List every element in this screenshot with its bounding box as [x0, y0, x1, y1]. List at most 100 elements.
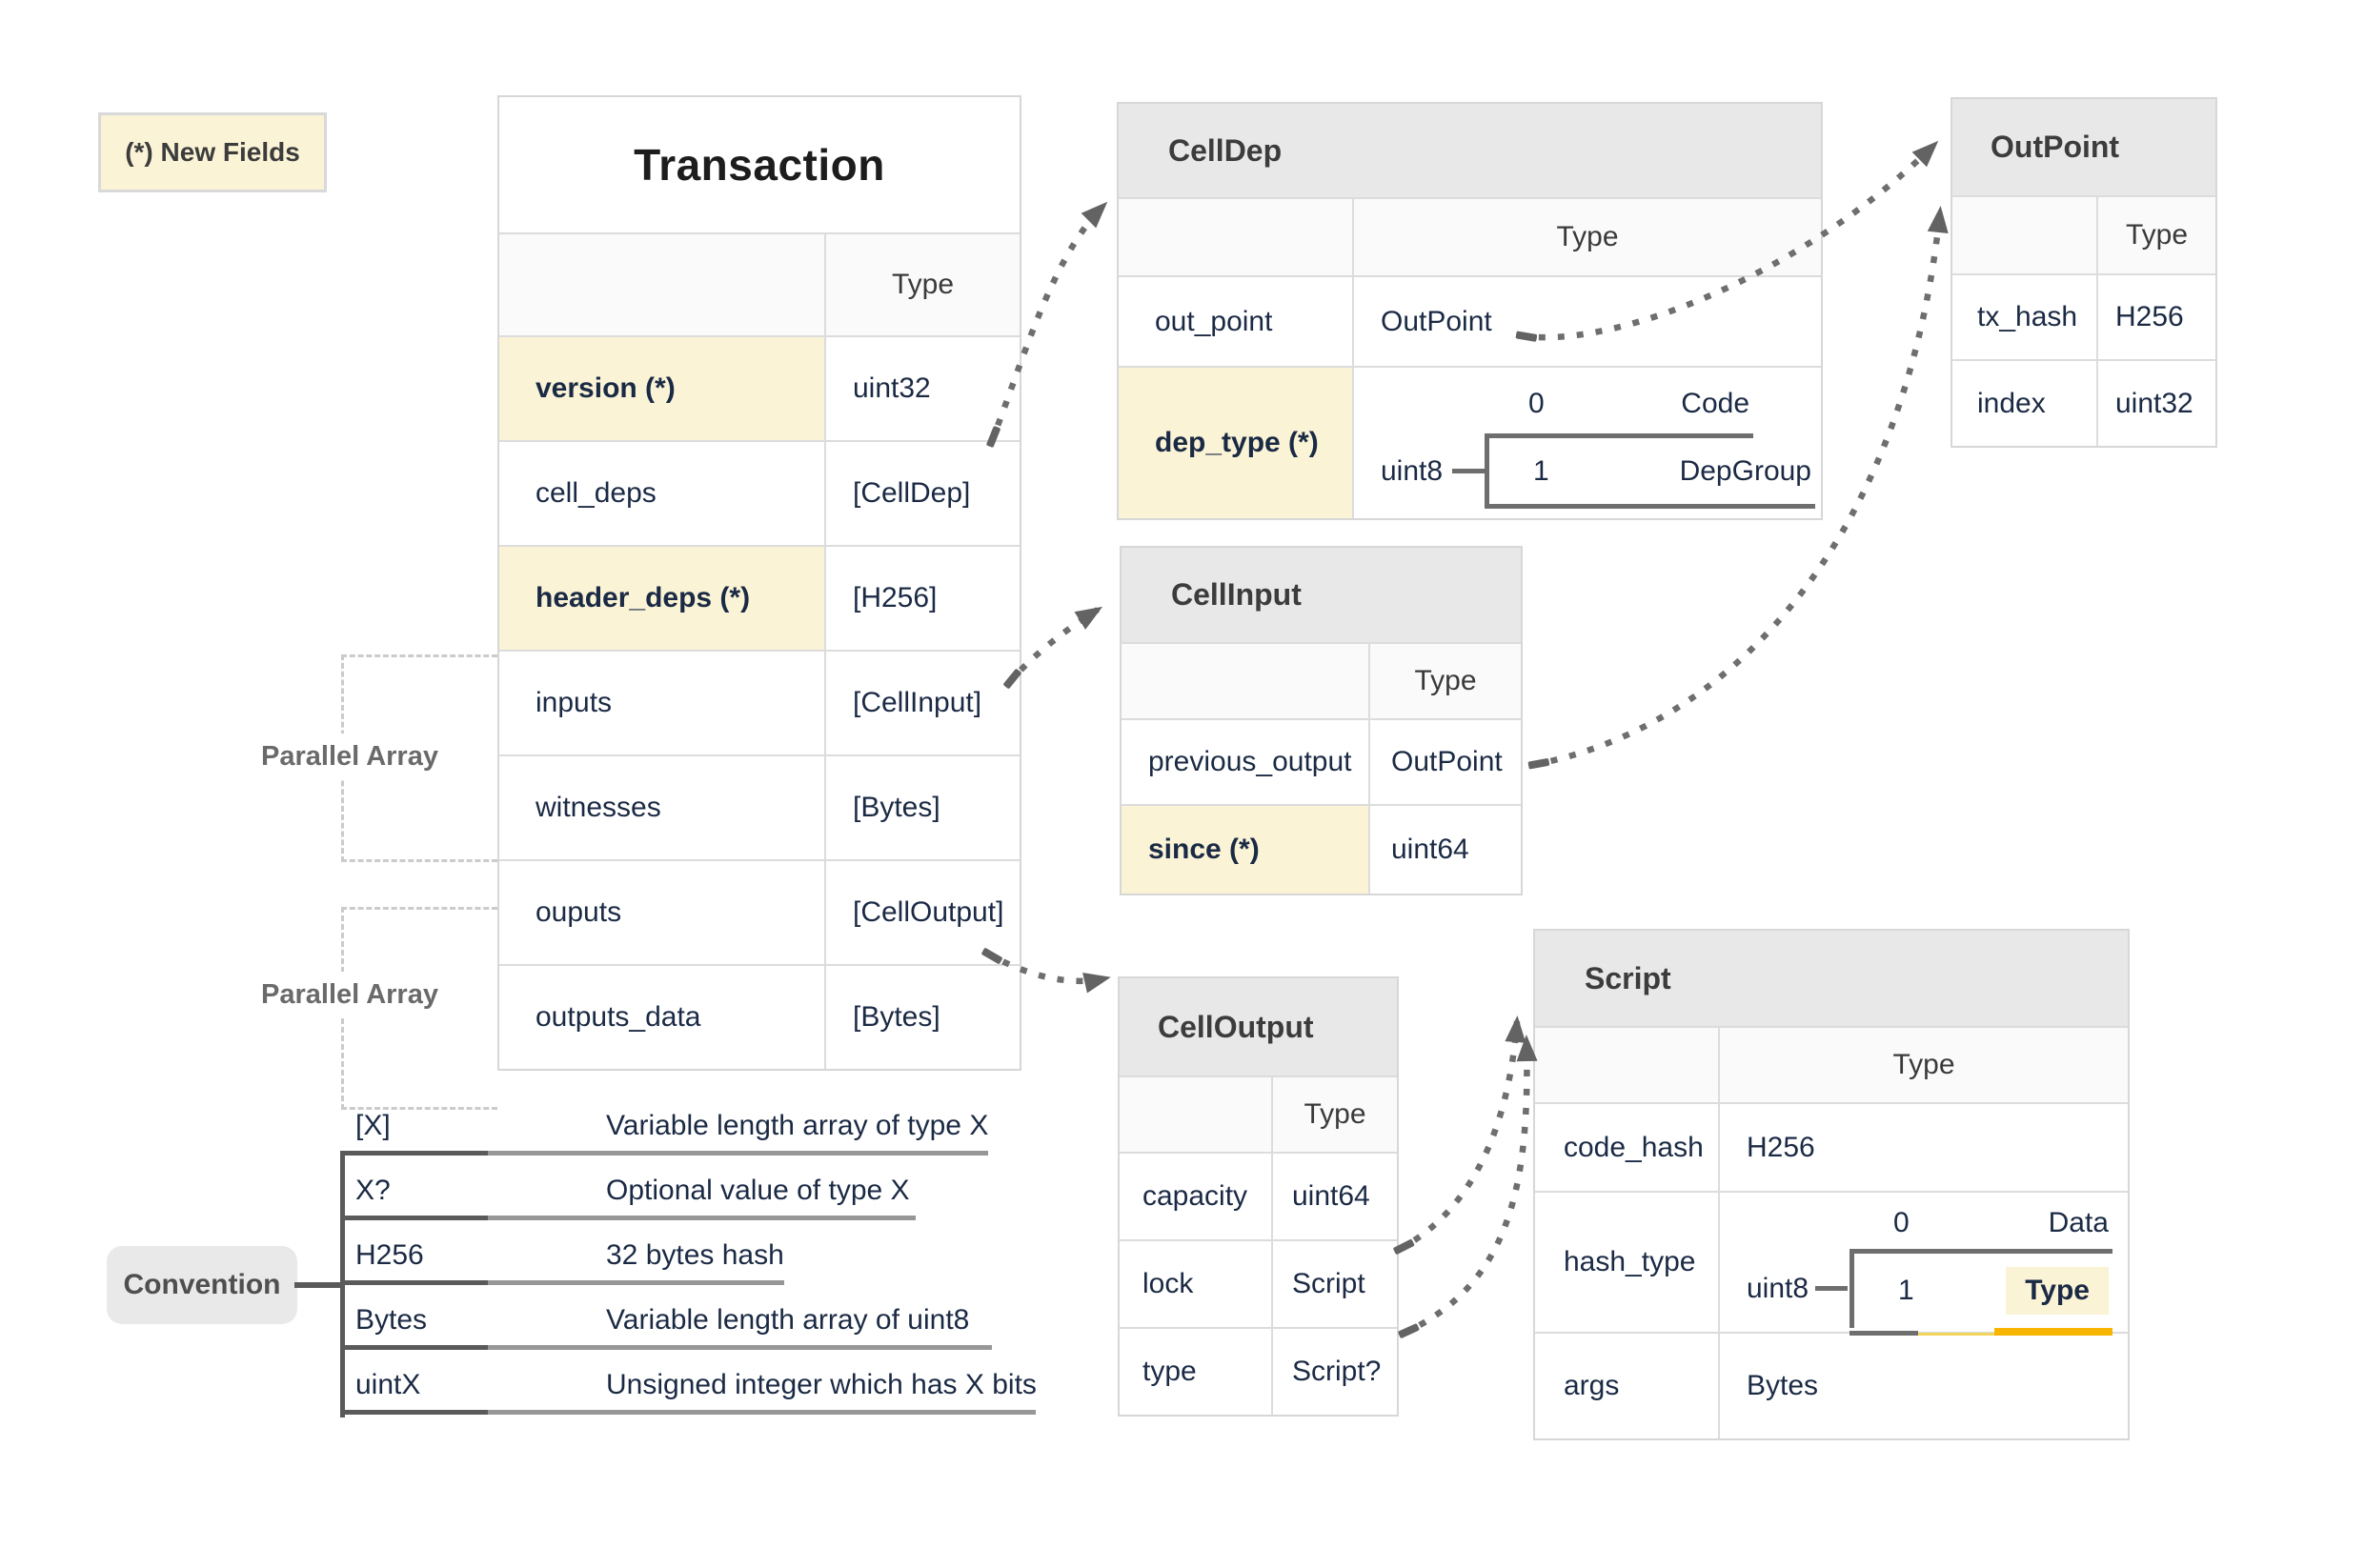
type-cell: [CellInput] — [824, 652, 1020, 754]
empty-header-cell — [499, 234, 824, 335]
new-fields-note: (*) New Fields — [98, 112, 327, 192]
table-row: capacity uint64 — [1120, 1152, 1397, 1239]
field-cell: index — [1952, 361, 2096, 446]
field-cell: witnesses — [499, 756, 824, 859]
table-row: dep_type (*) uint8 0 Code 1 DepGroup — [1119, 366, 1821, 518]
table-row: tx_hash H256 — [1952, 273, 2215, 359]
convention-underline — [340, 1410, 1036, 1415]
type-column-header: Type — [1271, 1077, 1397, 1152]
convention-entry: Bytes Variable length array of uint8 — [340, 1297, 992, 1350]
type-cell: H256 — [1718, 1104, 2128, 1191]
transaction-title: Transaction — [499, 97, 1020, 232]
type-cell: uint64 — [1271, 1154, 1397, 1239]
field-cell: previous_output — [1122, 720, 1368, 804]
empty-header-cell — [1120, 1077, 1271, 1152]
enum-option: 0 Code — [1485, 373, 1753, 438]
type-column-header: Type — [824, 234, 1020, 335]
type-cell: uint32 — [824, 337, 1020, 440]
table-row: header_deps (*) [H256] — [499, 545, 1020, 650]
type-cell: [H256] — [824, 547, 1020, 650]
field-cell: type — [1120, 1329, 1271, 1415]
type-cell: Script — [1271, 1241, 1397, 1327]
field-cell: tx_hash — [1952, 275, 2096, 359]
enum-base-type: uint8 — [1381, 455, 1444, 487]
type-cell: H256 — [2096, 275, 2215, 359]
field-cell: hash_type — [1535, 1193, 1718, 1332]
table-row: index uint32 — [1952, 359, 2215, 446]
celldep-title: CellDep — [1119, 104, 1821, 197]
convention-underline — [340, 1216, 916, 1220]
empty-header-cell — [1952, 197, 2096, 273]
celldep-table: CellDep Type out_point OutPoint dep_type… — [1117, 102, 1823, 520]
arrow-lock-to-script — [1393, 1015, 1526, 1255]
outpoint-title: OutPoint — [1952, 99, 2215, 195]
table-row: hash_type uint8 0 Data 1 Type — [1535, 1191, 2128, 1336]
arrow-type-to-script — [1398, 1035, 1538, 1338]
hash-type-enum: uint8 0 Data 1 Type — [1720, 1193, 2128, 1336]
convention-entry: uintX Unsigned integer which has X bits — [340, 1361, 1037, 1415]
transaction-table: Transaction Type version (*) uint32 cell… — [497, 95, 1021, 1071]
empty-header-cell — [1122, 644, 1368, 718]
type-column-header: Type — [1718, 1028, 2128, 1102]
table-row: ouputs [CellOutput] — [499, 859, 1020, 964]
field-cell: args — [1535, 1334, 1718, 1438]
cellinput-table: CellInput Type previous_output OutPoint … — [1120, 546, 1523, 895]
convention-entry: [X] Variable length array of type X — [340, 1102, 988, 1156]
table-row: lock Script — [1120, 1239, 1397, 1327]
type-cell: [CellOutput] — [824, 861, 1020, 964]
celloutput-title: CellOutput — [1120, 978, 1397, 1075]
convention-label: Convention — [107, 1246, 297, 1324]
field-cell: out_point — [1119, 277, 1352, 366]
type-cell: uint8 0 Code 1 DepGroup — [1352, 368, 1821, 518]
table-row: args Bytes — [1535, 1332, 2128, 1438]
enum-option: 1 DepGroup — [1485, 438, 1815, 509]
convention-connector — [294, 1282, 342, 1288]
enum-base-type: uint8 — [1747, 1273, 1809, 1304]
table-row: version (*) uint32 — [499, 335, 1020, 440]
convention-underline — [340, 1151, 988, 1156]
arrow-inputs-to-cellinput — [1003, 606, 1103, 689]
type-cell: uint8 0 Data 1 Type — [1718, 1193, 2128, 1336]
enum-option-highlighted: 1 Type — [1850, 1254, 2112, 1336]
field-cell: capacity — [1120, 1154, 1271, 1239]
field-cell: since (*) — [1122, 806, 1368, 894]
table-row: since (*) uint64 — [1122, 804, 1521, 894]
convention-entry: X? Optional value of type X — [340, 1167, 916, 1220]
type-cell: [CellDep] — [824, 442, 1020, 545]
type-cell: [Bytes] — [824, 756, 1020, 859]
table-row: type Script? — [1120, 1327, 1397, 1415]
empty-header-cell — [1535, 1028, 1718, 1102]
table-row: previous_output OutPoint — [1122, 718, 1521, 804]
celloutput-table: CellOutput Type capacity uint64 lock Scr… — [1118, 976, 1399, 1417]
table-row: witnesses [Bytes] — [499, 754, 1020, 859]
table-row: cell_deps [CellDep] — [499, 440, 1020, 545]
field-cell: inputs — [499, 652, 824, 754]
field-cell: version (*) — [499, 337, 824, 440]
type-cell: Script? — [1271, 1329, 1397, 1415]
type-cell: [Bytes] — [824, 966, 1020, 1069]
table-row: outputs_data [Bytes] — [499, 964, 1020, 1069]
field-cell: header_deps (*) — [499, 547, 824, 650]
field-cell: lock — [1120, 1241, 1271, 1327]
type-column-header: Type — [1352, 199, 1821, 275]
type-cell: OutPoint — [1352, 277, 1821, 366]
parallel-array-label-2: Parallel Array — [245, 972, 455, 1018]
convention-entry: H256 32 bytes hash — [340, 1232, 784, 1285]
table-row: code_hash H256 — [1535, 1102, 2128, 1191]
parallel-array-label-1: Parallel Array — [245, 734, 455, 780]
type-cell: Bytes — [1718, 1334, 2128, 1438]
convention-underline — [340, 1345, 992, 1350]
type-cell: OutPoint — [1368, 720, 1521, 804]
convention-underline — [340, 1280, 784, 1285]
gold-underline — [1850, 1328, 2112, 1336]
table-row: inputs [CellInput] — [499, 650, 1020, 754]
enum-option: 0 Data — [1850, 1196, 2112, 1254]
type-column-header: Type — [2096, 197, 2215, 273]
field-cell: code_hash — [1535, 1104, 1718, 1191]
field-cell: ouputs — [499, 861, 824, 964]
field-cell: dep_type (*) — [1119, 368, 1352, 518]
dep-type-enum: uint8 0 Code 1 DepGroup — [1354, 368, 1821, 518]
script-title: Script — [1535, 931, 2128, 1026]
outpoint-table: OutPoint Type tx_hash H256 index uint32 — [1951, 97, 2217, 448]
type-column-header: Type — [1368, 644, 1521, 718]
